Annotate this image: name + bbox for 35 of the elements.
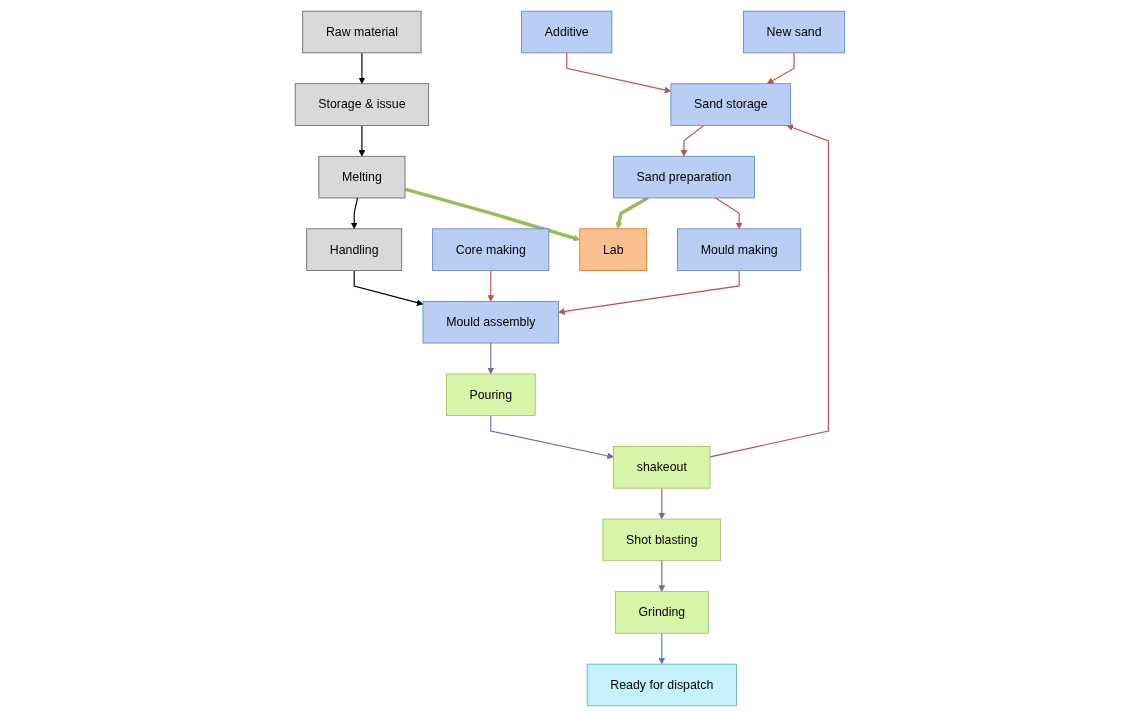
arrow (487, 269, 495, 302)
node-box: Mould making (677, 228, 802, 271)
node-box: Mould assembly (422, 301, 559, 344)
node-box: Sand preparation (613, 155, 755, 199)
arrow (558, 269, 740, 315)
node-box: Shot blasting (602, 518, 722, 562)
arrow (715, 197, 743, 230)
node-box: Additive (521, 10, 613, 54)
node-box: Lab (579, 228, 648, 271)
arrow (680, 124, 705, 157)
node-box: Melting (318, 155, 406, 199)
arrow (350, 197, 359, 230)
arrow (658, 560, 666, 592)
node-box: New sand (743, 10, 846, 54)
node-box: shakeout (613, 446, 711, 489)
arrow (487, 342, 495, 375)
arrow (358, 124, 366, 157)
arrow (353, 269, 424, 306)
arrow (358, 52, 366, 85)
arrow (658, 487, 666, 520)
arrow (766, 52, 795, 85)
arrow (490, 415, 614, 460)
node-box: Ready for dispatch (586, 663, 737, 707)
node-box: Raw material (302, 10, 422, 54)
node-box: Pouring (446, 373, 536, 416)
arrow (404, 187, 581, 242)
node-box: Grinding (615, 591, 709, 634)
node-box: Sand storage (670, 83, 792, 126)
node-box: Storage & issue (294, 83, 430, 126)
arrow (615, 196, 649, 230)
node-box: Handling (306, 228, 403, 271)
arrow (709, 124, 830, 458)
arrow (658, 632, 666, 665)
arrow (566, 52, 672, 94)
node-box: Core making (432, 228, 550, 271)
